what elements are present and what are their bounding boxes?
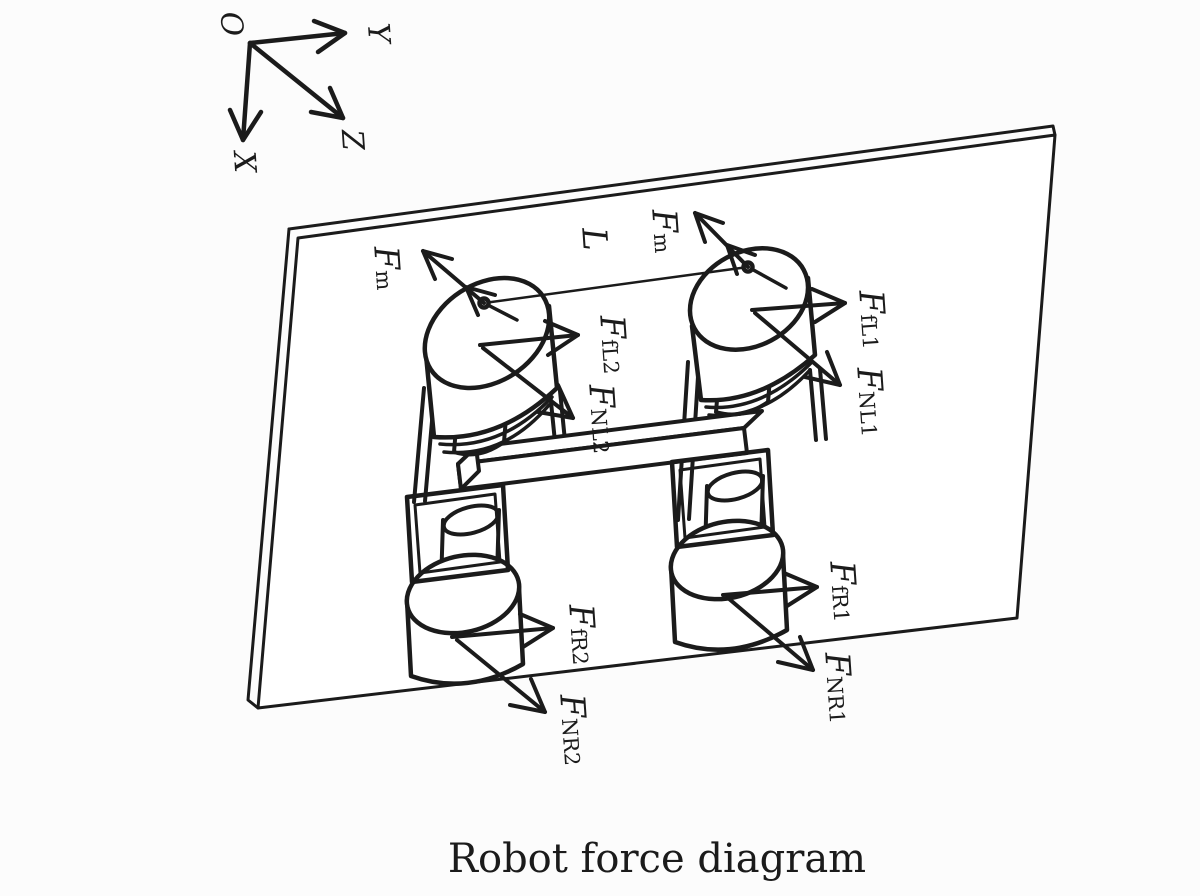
svg-text:F: F: [821, 559, 863, 588]
wheel-R1-bracket-inner: [678, 457, 767, 540]
wheelbase-label: L: [573, 225, 615, 251]
axis-y-line: [247, 30, 348, 46]
svg-text:NL2: NL2: [586, 407, 613, 454]
force-label-NR2: F NR2: [551, 692, 593, 767]
wheel-R1-bracket-outer: [669, 447, 776, 550]
force-label-fR1: F fR1: [821, 559, 863, 623]
wheel-R2-rim: [404, 552, 522, 636]
force-arrow-NR2: [455, 638, 547, 714]
svg-text:m: m: [649, 232, 674, 254]
svg-text:L: L: [573, 225, 615, 251]
svg-text:F: F: [848, 365, 890, 394]
figure-caption: Robot force diagram: [448, 836, 866, 882]
svg-text:fR2: fR2: [566, 627, 593, 666]
axis-z-arrowhead-icon: [308, 85, 346, 121]
svg-text:m: m: [371, 269, 396, 291]
svg-text:O: O: [213, 11, 250, 38]
arrowhead-icon: [810, 287, 847, 324]
force-arrow-fR1: [721, 571, 819, 608]
arrowhead-icon: [776, 635, 815, 672]
left-rail-line: [412, 386, 426, 504]
force-arrow-m-rear: [421, 249, 497, 317]
force-label-fL1: F fL1: [850, 288, 892, 350]
wheel-R1: [668, 447, 790, 652]
svg-text:NR2: NR2: [557, 717, 584, 766]
svg-text:F: F: [551, 692, 593, 721]
coordinate-system: O Y Z X: [213, 11, 397, 176]
arrow-chevron-icon: [725, 243, 757, 276]
svg-text:F: F: [816, 650, 858, 679]
wheel-L1-face: [687, 246, 811, 352]
arrowhead-icon: [803, 350, 842, 387]
force-label-m-rear: F m: [365, 244, 407, 291]
wheel-L2-body: [423, 303, 560, 440]
svg-text:fR1: fR1: [827, 584, 854, 623]
axis-x-label: X: [226, 148, 263, 175]
axis-origin-label: O: [213, 11, 250, 38]
wheel-R2: [404, 482, 526, 686]
arrowhead-icon: [518, 612, 555, 649]
wheel-L1-rim-ring: [707, 368, 812, 418]
svg-text:X: X: [226, 148, 263, 175]
axis-z-line: [247, 40, 346, 121]
wheel-R1-body: [668, 551, 790, 652]
wheel-L1-rim-ring: [704, 360, 814, 410]
arrowhead-icon: [508, 677, 547, 714]
arrowhead-icon: [536, 383, 575, 420]
force-label-NL2: F NL2: [580, 382, 622, 455]
force-label-NL1: F NL1: [848, 365, 890, 438]
front-left-bracket-post: [808, 368, 818, 442]
force-label-fL2: F fL2: [591, 313, 633, 375]
wheelbase-line: [482, 265, 750, 305]
wheel-L2-rim-ring: [438, 395, 554, 447]
wheel-R2-bracket-outer: [404, 482, 511, 585]
svg-text:fL1: fL1: [856, 313, 882, 350]
arrowhead-icon: [543, 319, 580, 357]
axle-stub: [746, 265, 788, 290]
svg-text:F: F: [365, 244, 407, 273]
svg-text:NL1: NL1: [854, 390, 881, 437]
svg-text:F: F: [580, 382, 622, 411]
wheel-L2-rim-ring: [442, 403, 551, 455]
plate-top-edge: [287, 124, 1057, 231]
axis-z-label: Z: [334, 127, 371, 152]
svg-text:Z: Z: [334, 127, 371, 152]
svg-text:F: F: [643, 207, 685, 236]
force-arrow-fL2: [478, 319, 580, 357]
axis-y-arrowhead-icon: [311, 18, 348, 55]
axis-x-arrowhead-icon: [227, 107, 264, 143]
arrowhead-icon: [782, 571, 819, 608]
svg-text:NR1: NR1: [822, 675, 849, 724]
force-arrow-fR2: [450, 612, 555, 649]
arrowhead-icon: [693, 211, 725, 244]
force-arrow-m-front: [693, 211, 757, 276]
force-arrow-fL1: [750, 287, 847, 324]
svg-text:F: F: [850, 288, 892, 317]
plate-left-edge: [246, 227, 291, 710]
svg-text:F: F: [560, 602, 602, 631]
force-arrows: [421, 211, 847, 714]
force-arrow-NL1: [753, 311, 842, 387]
svg-text:F: F: [591, 313, 633, 342]
wheel-R2-bracket-inner: [413, 492, 502, 575]
force-label-fR2: F fR2: [560, 602, 602, 666]
wheel-R2-body: [404, 585, 526, 686]
wheel-R2-hub-top: [441, 503, 501, 537]
force-labels: F m F m L F fL1 F NL1 F fL2: [365, 207, 892, 767]
wheel-R1-rim: [668, 518, 786, 602]
arrow-chevron-icon: [464, 285, 497, 317]
svg-text:fL2: fL2: [597, 338, 623, 375]
axis-x-line: [240, 40, 253, 143]
drawing-root: O Y Z X: [213, 11, 1057, 882]
force-label-NR1: F NR1: [816, 650, 858, 725]
arrowhead-icon: [421, 249, 454, 281]
force-arrow-NL2: [481, 346, 575, 420]
force-arrow-NR1: [726, 596, 815, 672]
force-label-m-front: F m: [643, 207, 685, 254]
